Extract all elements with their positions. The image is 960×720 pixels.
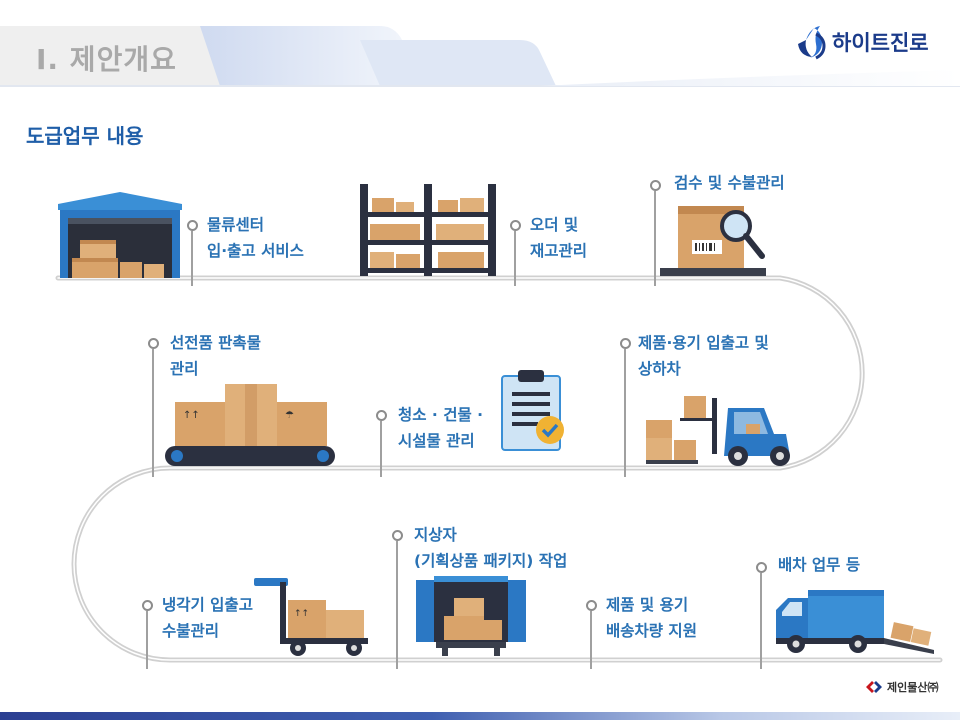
hitejinro-logo-icon: [798, 26, 826, 60]
pin-marker: [148, 338, 159, 477]
forklift-icon: [646, 396, 790, 466]
brand-logo: 하이트진로: [794, 24, 929, 60]
svg-text:↑↑: ↑↑: [183, 410, 200, 421]
pin-marker: [650, 180, 661, 286]
footer-logo: 제인물산㈜: [864, 679, 938, 695]
brand-name: 하이트진로: [832, 31, 929, 55]
shelving-rack-icon: [360, 184, 496, 276]
conveyor-boxes-icon: ↑↑ ☂: [165, 384, 335, 466]
container-boxes-icon: [416, 576, 526, 656]
bottom-bar: [0, 712, 960, 720]
pin-marker: [376, 410, 387, 477]
section-title: Ⅰ. 제안개요: [36, 43, 177, 76]
item-label: 검수 및 수불관리: [674, 174, 785, 192]
inspection-box-icon: [660, 206, 766, 276]
checklist-clipboard-icon: [501, 370, 564, 451]
pin-marker: [756, 562, 767, 669]
pin-marker: [392, 530, 403, 669]
svg-text:☂: ☂: [285, 410, 294, 421]
pin-marker: [620, 338, 631, 477]
delivery-truck-icon: [776, 590, 934, 654]
company-name: 제인물산㈜: [887, 681, 939, 694]
pin-marker: [187, 220, 198, 286]
pin-marker: [142, 600, 153, 669]
warehouse-icon: [58, 192, 182, 278]
subtitle: 도급업무 내용: [26, 124, 144, 148]
company-logo-icon: [866, 681, 882, 693]
header-banner: [0, 26, 960, 87]
item-label: 배차 업무 등: [778, 556, 861, 574]
pin-marker: [510, 220, 521, 286]
svg-text:↑↑: ↑↑: [294, 609, 309, 619]
item-label: 청소 · 건물 ·시설물 관리: [398, 406, 484, 450]
route-pin-icon: [586, 600, 597, 669]
hand-truck-icon: ↑↑: [254, 578, 368, 656]
item-label: 지상자(기획상품 패키지) 작업: [414, 526, 568, 570]
